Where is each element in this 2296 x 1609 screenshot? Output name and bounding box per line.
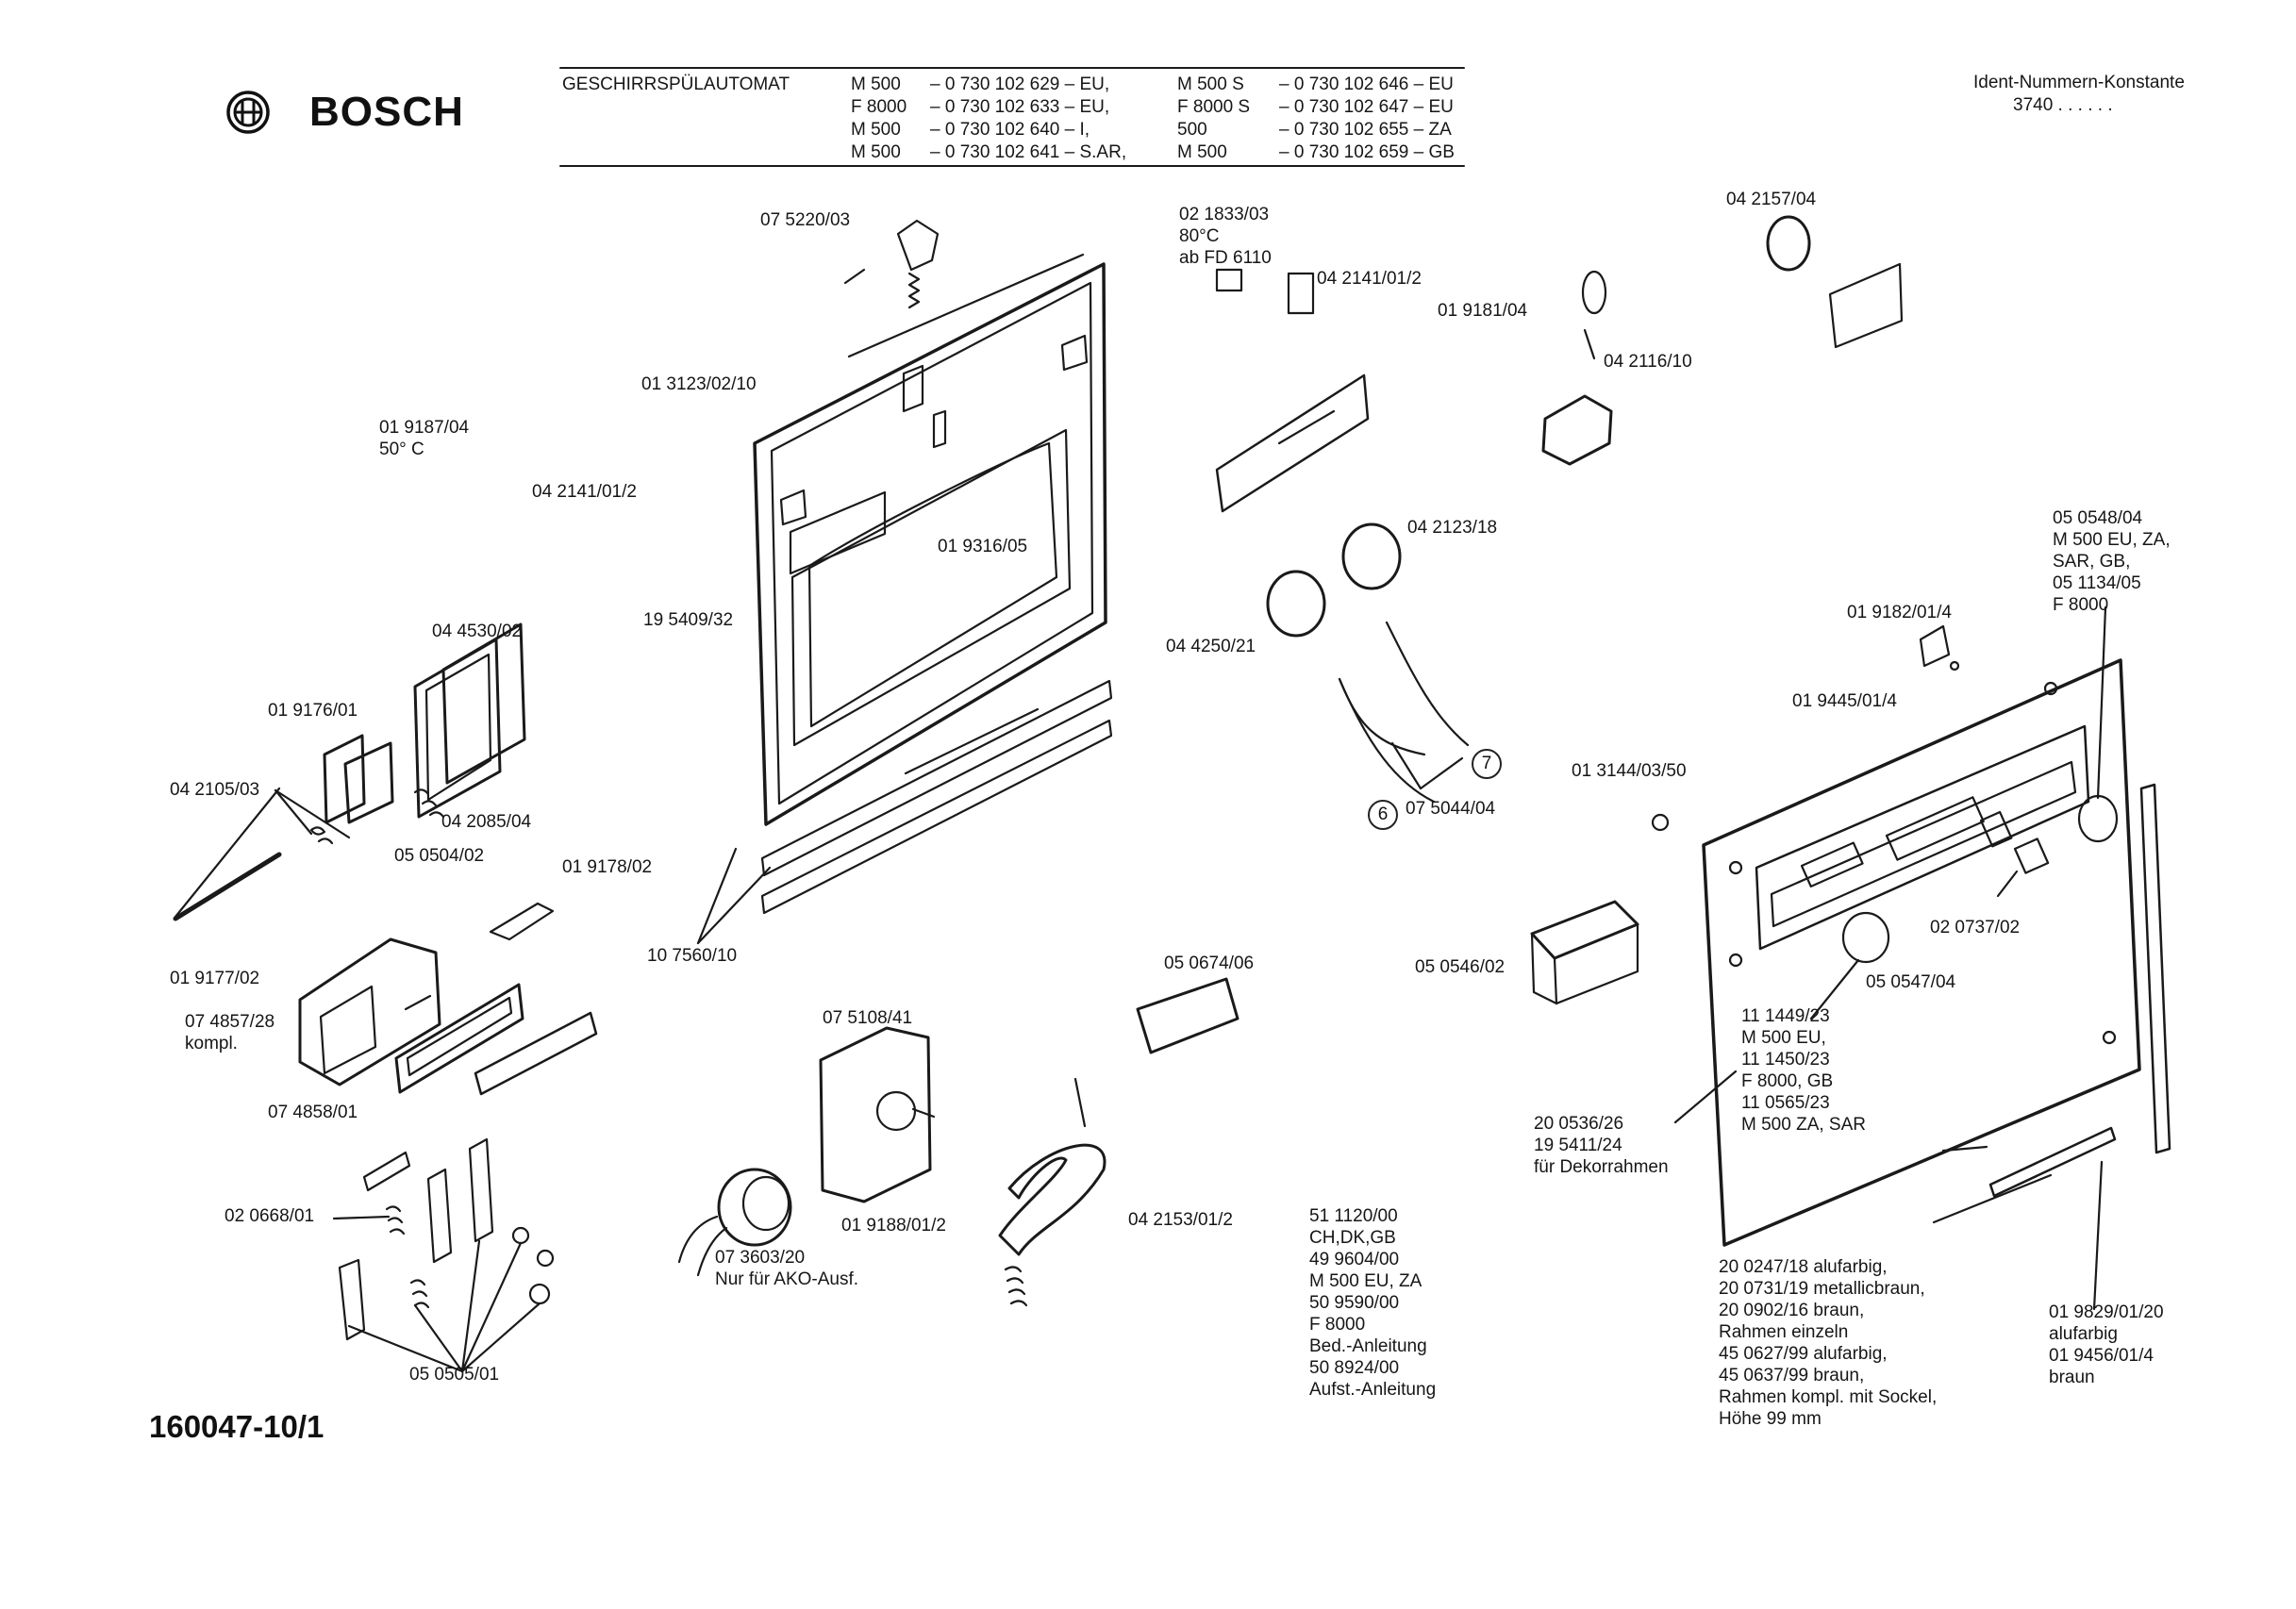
- part-label: 01 9187/04 50° C: [379, 418, 470, 459]
- part-label: 20 0247/18 alufarbig, 20 0731/19 metalli…: [1719, 1257, 1938, 1429]
- brand-name: BOSCH: [309, 89, 464, 135]
- part-label: 04 2157/04: [1726, 190, 1817, 209]
- model-name: M 500: [851, 120, 901, 140]
- model-number: – 0 730 102 646 – EU: [1279, 75, 1454, 94]
- part-label: 07 4858/01: [268, 1103, 358, 1122]
- part-label: 11 1449/23 M 500 EU, 11 1450/23 F 8000, …: [1741, 1006, 1866, 1135]
- part-label: 05 0547/04: [1866, 972, 1956, 992]
- model-name: F 8000: [851, 97, 907, 117]
- part-label: 04 2141/01/2: [1317, 269, 1422, 289]
- model-number: – 0 730 102 633 – EU,: [930, 97, 1110, 117]
- part-label: 07 3603/20 Nur für AKO-Ausf.: [715, 1248, 859, 1289]
- part-label: 05 0504/02: [394, 846, 485, 866]
- model-number: – 0 730 102 640 – I,: [930, 120, 1090, 140]
- part-label: 01 3144/03/50: [1572, 761, 1687, 781]
- latch-hook-assembly: [843, 219, 940, 309]
- brand: BOSCH: [225, 89, 464, 136]
- model-name: F 8000 S: [1177, 97, 1251, 117]
- callout-6: 6: [1368, 800, 1398, 830]
- callout-7: 7: [1472, 749, 1502, 779]
- model-number: – 0 730 102 655 – ZA: [1279, 120, 1452, 140]
- model-name: M 500: [1177, 142, 1227, 162]
- door-bottom-rails: [760, 679, 1113, 915]
- part-label: 01 9176/01: [268, 701, 358, 721]
- part-label: 51 1120/00 CH,DK,GB 49 9604/00 M 500 EU,…: [1309, 1206, 1437, 1400]
- part-label: 01 9178/02: [562, 857, 653, 877]
- part-label: 01 9182/01/4: [1847, 603, 1952, 622]
- part-label: 04 4250/21: [1166, 637, 1256, 656]
- part-label: 20 0536/26 19 5411/24 für Dekorrahmen: [1534, 1114, 1669, 1177]
- part-label: 04 2153/01/2: [1128, 1210, 1233, 1230]
- part-label: 07 5108/41: [823, 1008, 913, 1028]
- appliance-type: GESCHIRRSPÜLAUTOMAT: [562, 75, 790, 94]
- model-name: M 500: [851, 75, 901, 94]
- model-name: 500: [1177, 120, 1207, 140]
- drawing-code: 160047-10/1: [149, 1409, 324, 1444]
- part-label: 05 0546/02: [1415, 957, 1506, 977]
- front-door-panel: [1702, 658, 2141, 1247]
- part-label: 02 0668/01: [225, 1206, 315, 1226]
- part-label: 04 2116/10: [1604, 352, 1692, 372]
- model-number: – 0 730 102 647 – EU: [1279, 97, 1454, 117]
- bosch-armature-icon: [226, 91, 270, 134]
- part-label: 04 4530/02: [432, 622, 523, 641]
- model-name: M 500 S: [1177, 75, 1244, 94]
- part-label: 01 9181/04: [1438, 301, 1528, 321]
- thermostat-knob-group: [1266, 523, 1470, 804]
- part-label: 05 0548/04 M 500 EU, ZA, SAR, GB, 05 113…: [2053, 508, 2171, 615]
- part-label: 01 9316/05: [938, 537, 1028, 556]
- part-label: 07 5220/03: [760, 210, 851, 230]
- ident-value: 3740 . . . . . .: [2013, 95, 2113, 115]
- part-label: 07 5044/04: [1406, 799, 1496, 819]
- part-label: 05 0674/06: [1164, 954, 1255, 973]
- model-number: – 0 730 102 629 – EU,: [930, 75, 1110, 94]
- ident-title: Ident-Nummern-Konstante: [1973, 73, 2185, 92]
- part-label: 04 2105/03: [170, 780, 260, 800]
- part-label: 01 9445/01/4: [1792, 691, 1897, 711]
- inner-door-panel: [753, 253, 1107, 826]
- part-label: 19 5409/32: [643, 610, 734, 630]
- part-label: 01 9188/01/2: [841, 1216, 946, 1236]
- part-label: 04 2123/18: [1407, 518, 1498, 538]
- model-number: – 0 730 102 641 – S.AR,: [930, 142, 1127, 162]
- part-label: 01 9829/01/20 alufarbig 01 9456/01/4 bra…: [2049, 1302, 2164, 1387]
- model-number: – 0 730 102 659 – GB: [1279, 142, 1455, 162]
- part-label: 04 2085/04: [441, 812, 532, 832]
- model-name: M 500: [851, 142, 901, 162]
- part-label: 07 4857/28 kompl.: [185, 1012, 275, 1053]
- part-label: 01 3123/02/10: [641, 374, 757, 394]
- part-label: 02 1833/03 80°C ab FD 6110: [1179, 205, 1272, 268]
- part-label: 05 0505/01: [409, 1365, 500, 1385]
- part-label: 01 9177/02: [170, 969, 260, 988]
- part-label: 04 2141/01/2: [532, 482, 637, 502]
- part-label: 02 0737/02: [1930, 918, 2021, 937]
- part-label: 10 7560/10: [647, 946, 738, 966]
